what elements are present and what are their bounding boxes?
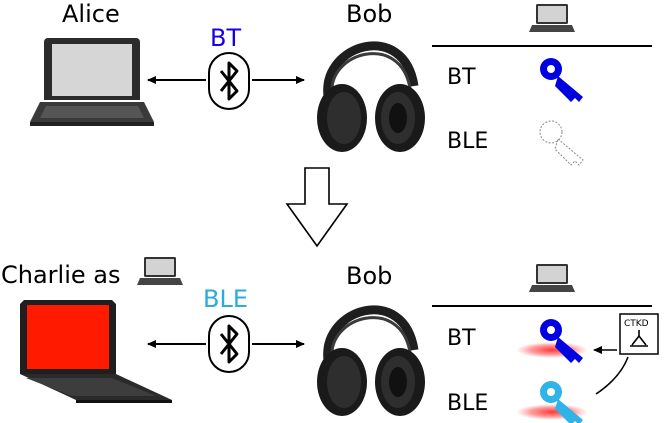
ctkd-from-ble-curve: [595, 356, 629, 395]
ctkd-box: CTKD: [619, 313, 659, 355]
top-link-label: BT: [210, 24, 241, 52]
bottom-key-table: BT BLE CTKD: [432, 264, 659, 423]
bottom-ble-key-icon: [540, 381, 583, 423]
bottom-table-laptop-icon: [529, 264, 575, 292]
bottom-row-bt-label: BT: [447, 326, 476, 351]
top-ble-empty-key-icon: [539, 120, 584, 166]
top-table-laptop-icon: [529, 4, 575, 32]
bottom-row-ble-label: BLE: [447, 391, 488, 416]
bottom-link-label: BLE: [203, 285, 248, 313]
top-panel: Alice BT Bob BT BLE: [30, 0, 652, 166]
top-row-ble-label: BLE: [447, 129, 488, 154]
alice-laptop-icon: [30, 38, 154, 126]
top-key-table: BT BLE: [432, 4, 652, 166]
bob-top-label: Bob: [346, 0, 392, 28]
ctkd-derivation-icon: [630, 330, 648, 347]
bottom-bluetooth-icon: [207, 314, 251, 374]
charlie-label: Charlie as: [1, 261, 120, 289]
ctkd-label: CTKD: [624, 319, 649, 329]
transition-arrow-icon: [285, 167, 349, 248]
bottom-panel: Charlie as BLE Bob BT: [1, 257, 659, 423]
top-row-bt-label: BT: [447, 65, 476, 90]
bob-bottom-label: Bob: [346, 262, 392, 290]
bob-bottom-headphones-icon: [317, 310, 425, 416]
alice-label: Alice: [62, 0, 120, 28]
bottom-bt-key-icon: [540, 319, 583, 363]
charlie-laptop-icon: [20, 300, 172, 403]
charlie-disguise-laptop-icon: [137, 257, 183, 285]
top-bt-key-icon: [540, 58, 583, 102]
top-bluetooth-icon: [207, 51, 251, 111]
bob-top-headphones-icon: [317, 46, 425, 152]
